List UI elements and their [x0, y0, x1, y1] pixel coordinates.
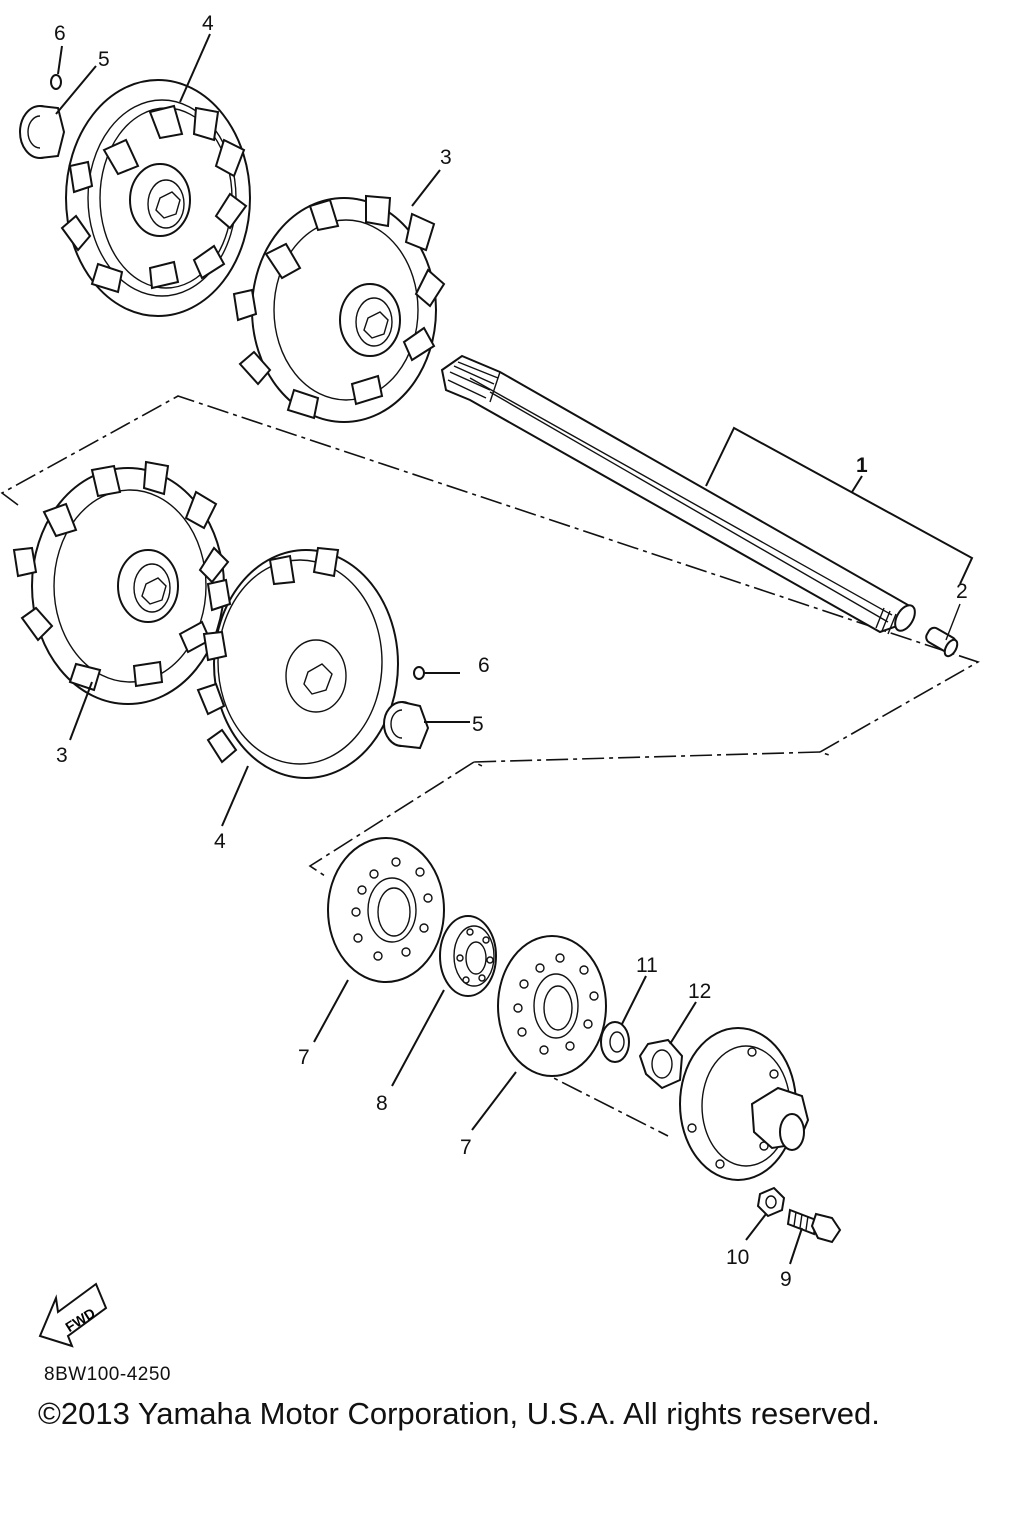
callout-3-top: 3: [440, 146, 452, 169]
callout-8: 8: [376, 1092, 388, 1115]
callout-11: 11: [636, 954, 658, 977]
bearing-plate-right: [497, 935, 607, 1077]
sprocket-bottom: [12, 460, 230, 705]
callout-labels: 6 4 5 3 1 2 6 5 3 4 11 12 7 8 7 10 9: [54, 12, 968, 1291]
callout-6-top: 6: [54, 22, 66, 45]
callout-7-right: 7: [460, 1136, 472, 1159]
collar-top: [19, 74, 66, 159]
lower-bracket: [308, 761, 669, 1137]
callout-4-top: 4: [202, 12, 214, 35]
assembly-bracket: [0, 395, 980, 767]
callout-5-bottom: 5: [472, 713, 484, 736]
callout-1-bracket: [705, 426, 974, 585]
callout-3-bottom: 3: [56, 744, 68, 767]
callout-7-left: 7: [298, 1046, 310, 1069]
callout-1: 1: [856, 454, 868, 477]
collar-bottom: [383, 666, 430, 750]
callout-5-top: 5: [98, 48, 110, 71]
bolt: [786, 1208, 842, 1244]
leader-lines: [55, 33, 803, 1265]
bearing-housing: [679, 1027, 810, 1181]
bearing: [439, 915, 497, 997]
nut: [638, 1038, 684, 1090]
drawing-code: 8BW100-4250: [44, 1364, 171, 1385]
callout-2: 2: [956, 580, 968, 603]
callout-4-bottom: 4: [214, 830, 226, 853]
small-nut: [756, 1186, 786, 1218]
drive-shaft: [440, 354, 916, 635]
sprocket-top: [232, 194, 446, 423]
bearing-plate-left: [327, 837, 445, 983]
idler-wheel-bottom: [196, 546, 399, 779]
callout-9: 9: [780, 1268, 792, 1291]
fwd-arrow-icon: FWD: [38, 1282, 108, 1348]
idler-wheel-top: [60, 79, 251, 317]
washer: [600, 1021, 630, 1063]
callout-6-bottom: 6: [478, 654, 490, 677]
callout-10: 10: [726, 1246, 749, 1269]
copyright-notice: ©2013 Yamaha Motor Corporation, U.S.A. A…: [38, 1396, 880, 1431]
plug-part-2: [925, 603, 961, 658]
callout-12: 12: [688, 980, 711, 1003]
